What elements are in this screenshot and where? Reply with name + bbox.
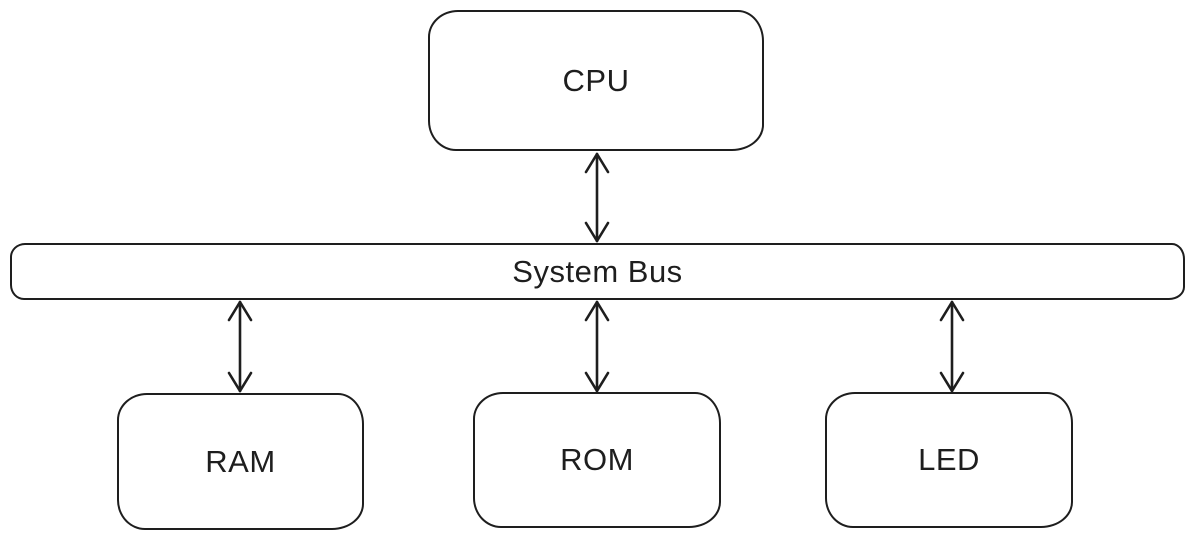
node-led: LED	[825, 392, 1073, 528]
double-arrow-bus-ram-icon	[227, 300, 253, 393]
double-arrow-bus-rom-icon	[584, 300, 610, 393]
node-system-bus-label: System Bus	[512, 253, 683, 289]
node-rom: ROM	[473, 392, 721, 528]
node-led-label: LED	[918, 442, 980, 477]
node-rom-label: ROM	[560, 442, 634, 477]
node-cpu: CPU	[428, 10, 764, 151]
node-system-bus: System Bus	[10, 243, 1185, 300]
node-cpu-label: CPU	[562, 62, 630, 98]
node-ram: RAM	[117, 393, 364, 530]
double-arrow-bus-led-icon	[939, 300, 965, 393]
node-ram-label: RAM	[205, 443, 276, 479]
double-arrow-cpu-bus-icon	[584, 152, 610, 243]
